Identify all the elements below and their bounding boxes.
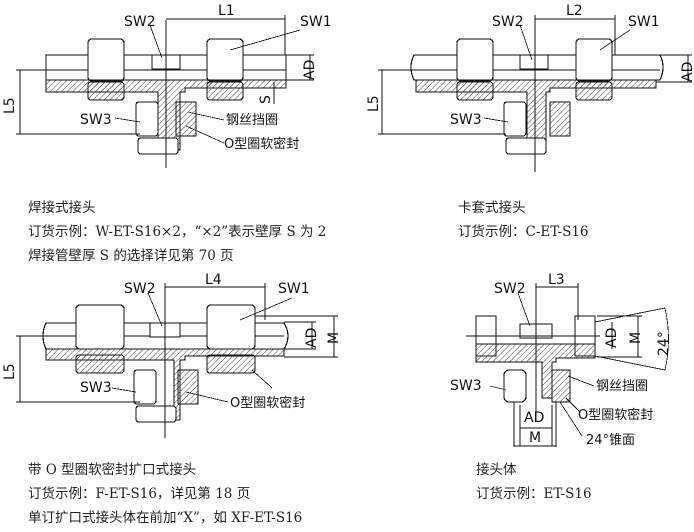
label-l1: L1: [218, 3, 235, 19]
nut-right: [206, 38, 244, 82]
caption-cutting-ring-order: 订货示例：C-ET-S16: [458, 224, 589, 240]
figure-flared: [16, 283, 338, 438]
label-sw2: SW2: [492, 14, 524, 30]
nut-left: [87, 38, 125, 82]
label-sw2: SW2: [124, 14, 156, 30]
figure-cutting-ring: [378, 15, 692, 172]
label-sw2: SW2: [124, 281, 156, 297]
label-l5: L5: [366, 95, 382, 112]
caption-welded-title: 焊接式接头: [28, 200, 96, 216]
label-wire-ring: 钢丝挡圈: [226, 113, 278, 128]
label-l5: L5: [2, 363, 18, 380]
nut-sw3: [135, 101, 159, 137]
label-ad: AD: [302, 60, 318, 80]
label-ad: AD: [304, 328, 320, 348]
figure-cutting-ring-labels: SW2 SW1 L2 SW3 L5 AD: [366, 3, 694, 128]
figure-body-labels: SW2 L3 SW3 AD M 24° AD M 钢丝挡圈 O型圈软密封 24°…: [450, 272, 672, 448]
label-m: M: [326, 332, 342, 344]
caption-body-title: 接头体: [476, 462, 517, 478]
label-l3: L3: [548, 272, 565, 288]
label-s: S: [258, 95, 274, 104]
label-m-bottom: M: [529, 430, 541, 446]
label-sw1: SW1: [300, 14, 332, 30]
label-oring: O型圈软密封: [230, 395, 305, 411]
caption-flared-order: 订货示例：F-ET-S16，详见第 18 页: [28, 486, 251, 502]
caption-cutting-ring-title: 卡套式接头: [458, 200, 526, 216]
label-angle-24: 24°: [656, 331, 672, 356]
label-ad: AD: [604, 328, 620, 348]
label-sw3: SW3: [450, 378, 482, 394]
label-l4: L4: [205, 272, 222, 288]
label-ad: AD: [680, 62, 694, 82]
label-sw1: SW1: [278, 281, 310, 297]
label-cone: 24°锥面: [586, 433, 635, 448]
caption-flared-title: 带 O 型圈软密封扩口式接头: [28, 462, 197, 478]
label-m: M: [628, 332, 644, 344]
label-l5: L5: [2, 97, 18, 114]
label-sw3: SW3: [450, 112, 482, 128]
figure-welded-labels: SW2 SW1 L1 SW3 L5 AD S 钢丝挡圈 O型圈软密封: [2, 3, 332, 152]
label-sw3: SW3: [80, 380, 112, 396]
label-sw3: SW3: [80, 112, 112, 128]
label-oring: O型圈软密封: [578, 407, 653, 423]
figure-flared-labels: SW2 SW1 L4 SW3 L5 AD M O型圈软密封: [2, 272, 342, 411]
label-oring: O型圈软密封: [224, 136, 299, 152]
label-wire-ring: 钢丝挡圈: [596, 379, 648, 394]
caption-body-order: 订货示例：ET-S16: [476, 486, 592, 502]
figure-welded: [16, 15, 314, 168]
figure-body: [466, 283, 669, 447]
label-sw1: SW1: [628, 14, 660, 30]
label-l2: L2: [566, 3, 583, 19]
label-ad-bottom: AD: [524, 410, 544, 426]
caption-welded-order: 订货示例：W-ET-S16×2，“×2”表示壁厚 S 为 2: [28, 224, 327, 240]
caption-welded-note: 焊接管壁厚 S 的选择详见第 70 页: [28, 248, 234, 264]
label-sw2: SW2: [494, 281, 526, 297]
caption-flared-note: 单订扩口式接头体在前加“X”，如 XF-ET-S16: [28, 510, 303, 526]
